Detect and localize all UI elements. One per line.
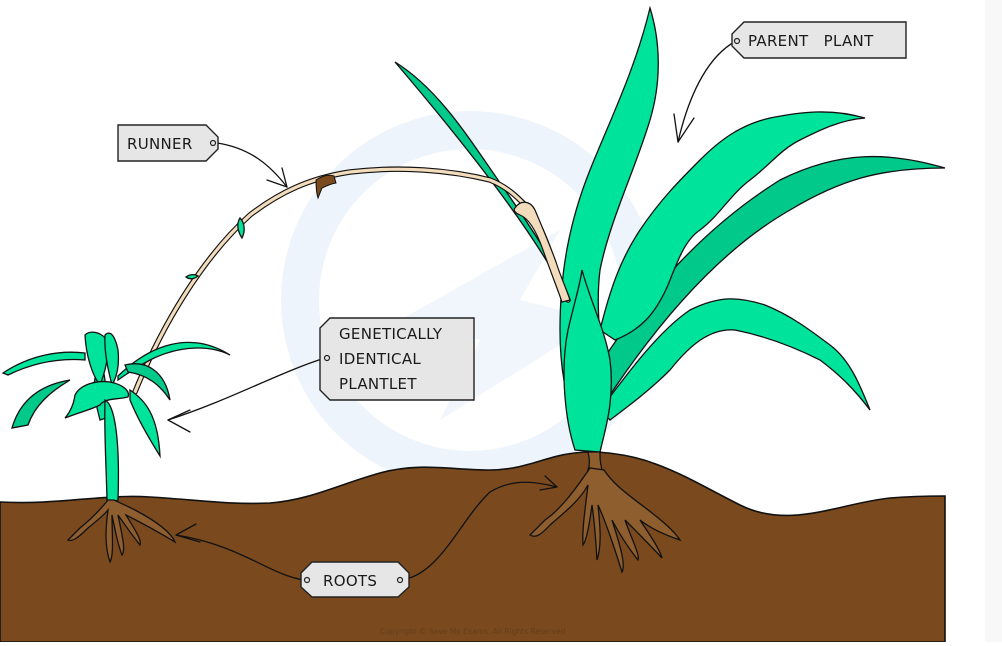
side-strip (985, 0, 1002, 642)
plantlet-label-line-1: GENETICALLY (339, 325, 443, 343)
runner-stolon (132, 166, 571, 395)
parent-plant (394, 5, 946, 453)
runner-node (315, 174, 337, 200)
arrow-roots-left (175, 534, 305, 581)
annotation-arrows (167, 40, 737, 581)
parent-leaf (599, 111, 866, 341)
parent-plant-label: PARENT PLANT (748, 32, 874, 50)
label-plantlet: GENETICALLY IDENTICAL PLANTLET (319, 317, 475, 401)
label-roots: ROOTS (300, 561, 410, 598)
arrow-plantlet (167, 357, 326, 421)
plantlet-leaf (11, 379, 71, 429)
label-runner: RUNNER (117, 124, 219, 162)
arrow-roots-right (400, 481, 558, 581)
parent-stem-base (587, 451, 603, 471)
plantlet-label-line-2: IDENTICAL (339, 350, 421, 368)
arrow-runner (216, 142, 288, 188)
copyright-text: Copyright © Save My Exams. All Rights Re… (380, 627, 566, 636)
plantlet-leaf (124, 363, 171, 401)
soil (0, 451, 946, 643)
runner-bud (237, 216, 245, 240)
roots-label: ROOTS (323, 572, 377, 590)
plantlet-leaf (104, 332, 120, 387)
parent-leaf (563, 269, 613, 453)
plantlet-leaf (64, 380, 130, 419)
plantlet (1, 331, 231, 503)
parent-leaf (589, 155, 946, 396)
plantlet-roots (66, 499, 177, 564)
arrow-parent-plant (677, 40, 737, 143)
plantlet-label-line-3: PLANTLET (339, 375, 417, 393)
parent-roots (528, 467, 682, 574)
parent-leaf (599, 298, 871, 421)
plantlet-leaf (117, 341, 231, 382)
runner-label: RUNNER (127, 135, 193, 153)
runner-bud (184, 273, 200, 280)
plantlet-leaf (1, 351, 86, 376)
label-parent-plant: PARENT PLANT (731, 21, 907, 59)
plantlet-stem (104, 398, 120, 503)
plantlet-leaf (129, 388, 161, 459)
